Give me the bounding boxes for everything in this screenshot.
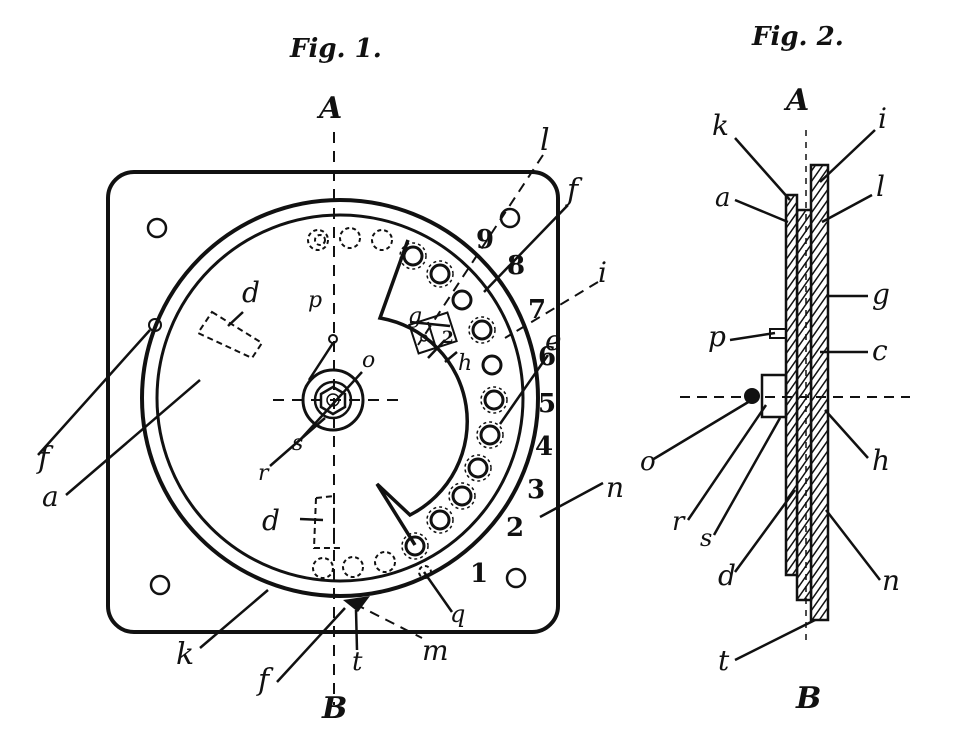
corner-hole-top-right bbox=[499, 207, 521, 229]
fig1-drawing: 2 A B 9 8 7 6 bbox=[36, 91, 624, 726]
fig1-label-o: o bbox=[362, 348, 375, 373]
dial-digit-4: 4 bbox=[535, 432, 553, 462]
fig1-label-p: p bbox=[308, 288, 322, 313]
fig2-label-r: r bbox=[672, 507, 686, 537]
fig1-label-t: t bbox=[352, 647, 363, 677]
window-d-upper bbox=[196, 310, 264, 360]
corner-hole-top-left bbox=[146, 217, 168, 239]
ring-pin-left bbox=[148, 318, 162, 332]
lower-hidden-holes bbox=[312, 551, 432, 579]
fig1-label-s: s bbox=[292, 431, 303, 456]
fig2-label-o: o bbox=[640, 447, 656, 477]
corner-hole-bottom-right bbox=[505, 567, 527, 589]
dial-digit-7: 7 bbox=[528, 295, 546, 325]
dial-digit-9: 9 bbox=[476, 225, 494, 255]
fig1-label-l: l bbox=[540, 123, 550, 158]
disc-notch-edge bbox=[375, 239, 469, 546]
upper-hidden-holes bbox=[307, 227, 393, 251]
window-d-lower bbox=[312, 494, 340, 549]
fig1-label-n: n bbox=[606, 471, 624, 504]
fig2-caption: Fig. 2. bbox=[752, 22, 844, 52]
dial-digit-2: 2 bbox=[506, 513, 524, 543]
finger-stop-t bbox=[343, 596, 370, 612]
corner-hole-bottom-left bbox=[149, 574, 171, 596]
finger-hole-rings bbox=[399, 242, 508, 560]
fig2-label-c: c bbox=[872, 334, 888, 367]
fig2-label-i: i bbox=[878, 102, 887, 135]
indicator-box-dot bbox=[420, 334, 428, 342]
fig2-label-g: g bbox=[872, 278, 890, 311]
dial-digit-8: 8 bbox=[507, 251, 525, 281]
fig1-axis-a-label: A bbox=[316, 91, 342, 126]
fig2-axis-b-label: B bbox=[795, 681, 821, 716]
inner-ring bbox=[155, 213, 525, 583]
fig1-label-d-window: d bbox=[242, 276, 260, 309]
fig2-label-h: h bbox=[872, 444, 890, 477]
center-hub bbox=[301, 368, 365, 432]
fig1-label-f-top: f bbox=[565, 173, 583, 208]
fig2-label-d: d bbox=[718, 559, 736, 592]
dial-digit-3: 3 bbox=[527, 475, 545, 505]
indicator-box-digit: 2 bbox=[442, 328, 454, 348]
fig1-label-m: m bbox=[422, 634, 449, 667]
dashed-line-m bbox=[354, 603, 423, 639]
fig1-label-g: g bbox=[408, 304, 422, 329]
fig1-label-a: a bbox=[42, 480, 59, 513]
fig1-label-r: r bbox=[258, 461, 270, 486]
fig1-label-d-lower: d bbox=[262, 504, 280, 537]
dashed-line-i bbox=[504, 281, 599, 339]
fig2-label-p: p bbox=[708, 320, 726, 353]
fig2-label-k-top: k bbox=[712, 109, 729, 142]
fig2-label-n: n bbox=[882, 564, 900, 597]
dial-digit-5: 5 bbox=[538, 389, 556, 419]
fig2-label-s: s bbox=[700, 524, 712, 552]
fig2-plate-back bbox=[809, 163, 830, 622]
dial-digit-6: 6 bbox=[538, 342, 556, 372]
fig1-label-f-bottom: f bbox=[256, 663, 274, 698]
finger-holes bbox=[402, 245, 505, 557]
dashed-line-l bbox=[417, 154, 544, 346]
outer-ring bbox=[140, 198, 540, 598]
fig2-label-a: a bbox=[715, 183, 731, 213]
fig2-plate-front bbox=[784, 193, 799, 577]
fig1-caption: Fig. 1. bbox=[290, 34, 382, 64]
fig1-label-i: i bbox=[598, 256, 607, 289]
fig1-label-e: e bbox=[545, 324, 562, 357]
fig1-axis-b-label: B bbox=[321, 691, 347, 726]
fig2-drawing: A B k i a l g p c o h r s d n t bbox=[640, 83, 910, 716]
fig2-leaders bbox=[651, 129, 881, 662]
fig2-label-t: t bbox=[718, 644, 730, 677]
dial-digit-1: 1 bbox=[470, 559, 488, 589]
indicator-box-divider bbox=[427, 321, 437, 349]
fig1-label-q: q bbox=[450, 600, 465, 628]
fig2-axis-a-label: A bbox=[783, 83, 809, 118]
fig2-label-l: l bbox=[876, 170, 885, 203]
fig1-leaders bbox=[37, 204, 604, 683]
fig1-label-h: h bbox=[458, 351, 472, 376]
fig2-plate-middle bbox=[795, 208, 813, 602]
fig1-label-f-left: f bbox=[36, 441, 54, 476]
fig1-label-k: k bbox=[176, 637, 194, 672]
